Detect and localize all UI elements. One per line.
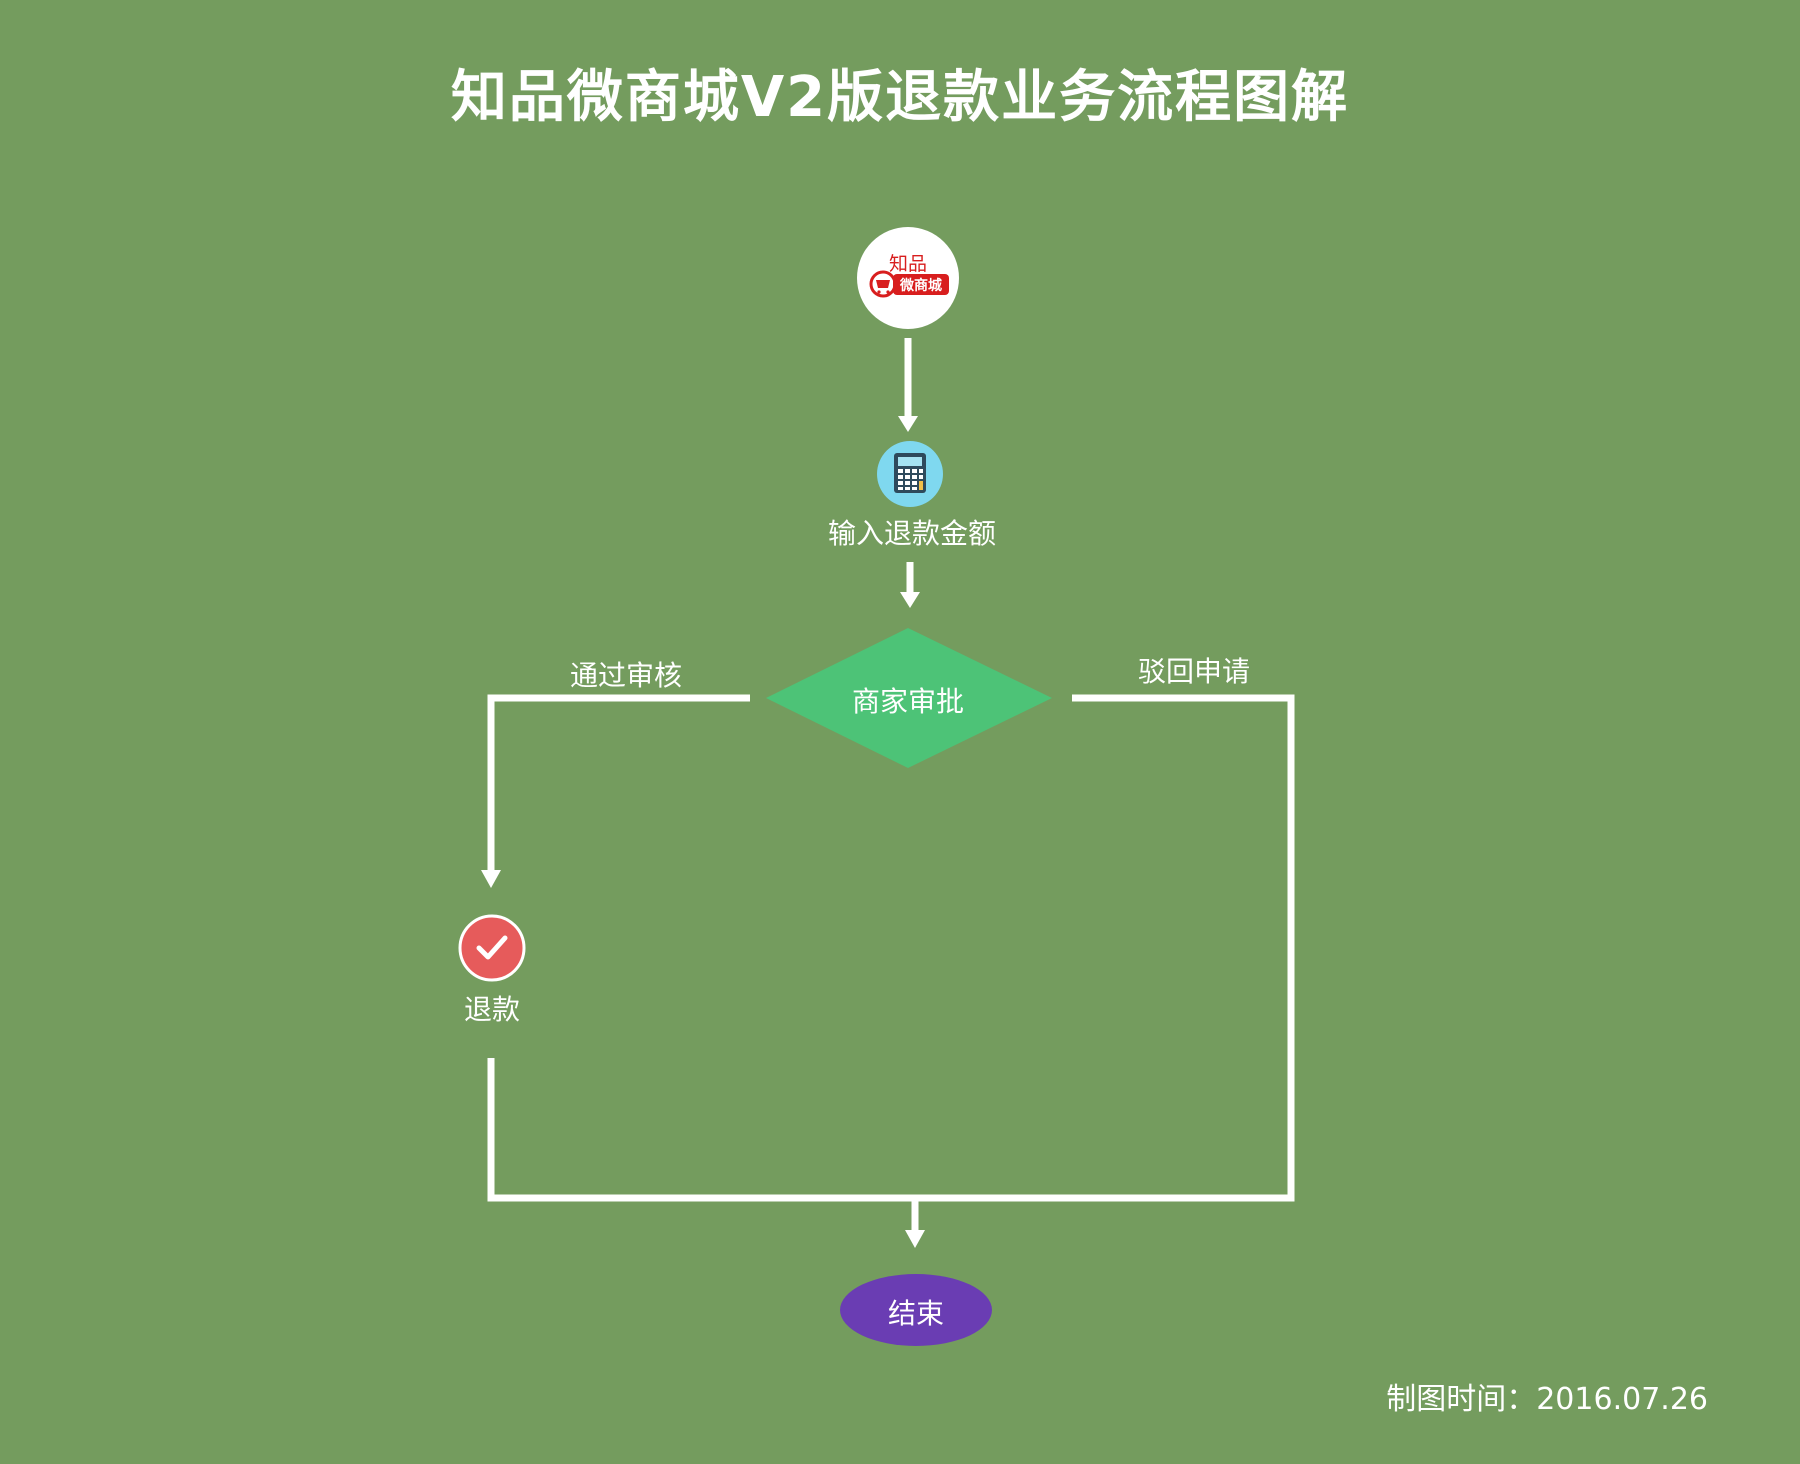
arrow-head-decision	[900, 592, 920, 608]
arrow-head-input	[898, 416, 918, 432]
logo: 知品 微商城	[857, 227, 959, 329]
calculator-icon	[894, 453, 926, 493]
approve-label: 通过审核	[569, 659, 683, 692]
end-ellipse	[840, 1274, 992, 1346]
end-label: 结束	[887, 1297, 945, 1330]
refund-connector	[487, 1058, 908, 1202]
reject-label: 驳回申请	[1137, 655, 1251, 688]
calculator-node	[877, 441, 943, 507]
reject-connector	[908, 694, 1295, 1202]
input-amount-label: 输入退款金额	[827, 517, 997, 550]
arrow-head-refund	[481, 870, 501, 888]
arrow-head-end	[905, 1230, 925, 1248]
footer-date-label: 制图时间：	[1386, 1382, 1537, 1417]
logo-top-text: 知品	[889, 253, 927, 275]
refund-circle	[458, 914, 526, 982]
footer-date-value: 2016.07.26	[1536, 1382, 1708, 1417]
logo-badge-text: 微商城	[899, 277, 942, 294]
shopping-cart-icon	[869, 270, 897, 298]
footer-date: 制图时间：2016.07.26	[1386, 1374, 1708, 1418]
approve-connector	[487, 694, 750, 870]
page-title: 知品微商城V2版退款业务流程图解	[450, 65, 1350, 130]
decision-label: 商家审批	[851, 685, 965, 718]
decision-diamond	[766, 628, 1052, 768]
refund-label: 退款	[463, 993, 521, 1026]
refund-node	[458, 914, 526, 982]
logo-badge	[893, 274, 949, 295]
checkmark-icon	[476, 935, 508, 960]
